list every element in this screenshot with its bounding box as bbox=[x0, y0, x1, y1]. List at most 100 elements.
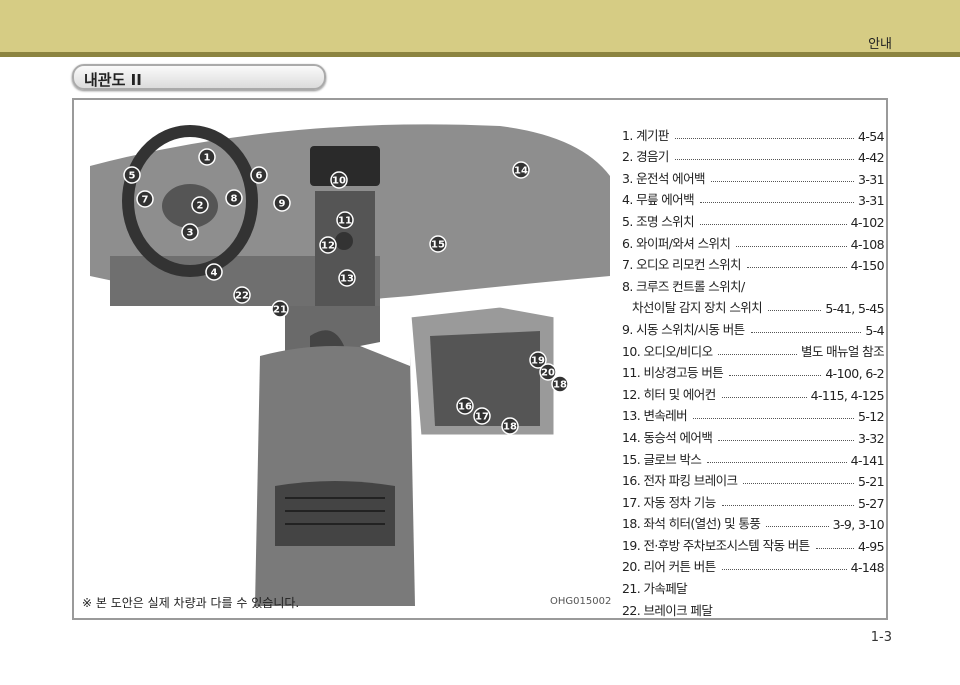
item-label: 10. 오디오/비디오 bbox=[622, 343, 713, 359]
callout-15: 15 bbox=[429, 235, 447, 253]
page-number: 1-3 bbox=[870, 630, 892, 645]
dot-leader bbox=[736, 245, 847, 247]
item-label: 12. 히터 및 에어컨 bbox=[622, 386, 716, 402]
list-item: 2. 경음기 4-42 bbox=[622, 144, 885, 166]
dot-leader bbox=[710, 180, 855, 182]
page-title: 내관도 II bbox=[84, 71, 142, 89]
item-page: 4-95 bbox=[858, 538, 885, 554]
dot-leader bbox=[674, 137, 855, 139]
list-item: 4. 무릎 에어백 3-31 bbox=[622, 187, 885, 209]
list-item: 8. 크루즈 컨트롤 스위치/ bbox=[622, 273, 884, 295]
svg-text:18: 18 bbox=[553, 380, 567, 391]
svg-text:11: 11 bbox=[338, 216, 352, 227]
item-label: 2. 경음기 bbox=[622, 149, 669, 165]
item-page: 3-32 bbox=[858, 430, 885, 446]
list-item: 12. 히터 및 에어컨 4-115, 4-125 bbox=[622, 381, 885, 403]
list-item: 22. 브레이크 페달 bbox=[622, 597, 884, 619]
svg-text:10: 10 bbox=[332, 176, 346, 187]
callout-20: 20 bbox=[539, 363, 557, 381]
dot-leader bbox=[721, 396, 807, 398]
callout-14: 14 bbox=[512, 161, 530, 179]
callout-5: 5 bbox=[123, 166, 141, 184]
list-item: 14. 동승석 에어백 3-32 bbox=[622, 424, 885, 446]
item-label: 15. 글로브 박스 bbox=[622, 451, 702, 467]
svg-text:3: 3 bbox=[187, 228, 194, 239]
item-label: 11. 비상경고등 버튼 bbox=[622, 365, 724, 381]
dot-leader bbox=[815, 547, 855, 549]
callout-7: 7 bbox=[136, 190, 154, 208]
item-label: 14. 동승석 에어백 bbox=[622, 429, 713, 445]
item-page: 별도 매뉴얼 참조 bbox=[800, 343, 885, 359]
item-page: 5-12 bbox=[858, 409, 885, 425]
image-code: OHG015002 bbox=[550, 596, 612, 607]
item-page: 4-108 bbox=[850, 236, 885, 252]
dot-leader bbox=[729, 375, 822, 377]
svg-text:15: 15 bbox=[431, 240, 445, 251]
item-page: 3-31 bbox=[858, 193, 885, 209]
item-label: 9. 시동 스위치/시동 버튼 bbox=[622, 321, 745, 337]
item-label: 1. 계기판 bbox=[622, 127, 669, 143]
item-page: 4-102 bbox=[850, 214, 885, 230]
list-item: 21. 가속페달 bbox=[622, 575, 884, 597]
list-item: 9. 시동 스위치/시동 버튼 5-4 bbox=[622, 316, 885, 338]
item-page: 4-115, 4-125 bbox=[810, 387, 885, 403]
callout-19: 19 bbox=[529, 351, 547, 369]
list-item: 7. 오디오 리모컨 스위치 4-150 bbox=[622, 252, 885, 274]
dot-leader bbox=[743, 483, 855, 485]
callout-10: 10 bbox=[330, 171, 348, 189]
svg-text:1: 1 bbox=[204, 153, 211, 164]
svg-text:9: 9 bbox=[279, 199, 286, 210]
item-label: 16. 전자 파킹 브레이크 bbox=[622, 473, 738, 489]
svg-text:20: 20 bbox=[541, 368, 555, 379]
page-title-pill: 내관도 II bbox=[72, 64, 326, 90]
item-label: 4. 무릎 에어백 bbox=[622, 192, 695, 208]
header-bar: 안내 bbox=[0, 0, 960, 57]
svg-text:22: 22 bbox=[235, 291, 249, 302]
svg-text:17: 17 bbox=[475, 412, 489, 423]
svg-text:18: 18 bbox=[503, 422, 517, 433]
item-page: 4-42 bbox=[858, 150, 885, 166]
dot-leader bbox=[746, 267, 847, 269]
dot-leader bbox=[718, 353, 797, 355]
svg-text:16: 16 bbox=[458, 402, 472, 413]
item-label: 3. 운전석 에어백 bbox=[622, 170, 705, 186]
list-item: 11. 비상경고등 버튼 4-100, 6-2 bbox=[622, 360, 885, 382]
item-page: 4-100, 6-2 bbox=[825, 366, 884, 382]
callout-1: 1 bbox=[198, 148, 216, 166]
svg-text:21: 21 bbox=[273, 305, 287, 316]
svg-text:19: 19 bbox=[531, 356, 545, 367]
callout-18: 18 bbox=[501, 417, 519, 435]
svg-text:14: 14 bbox=[514, 166, 528, 177]
callout-16: 16 bbox=[456, 397, 474, 415]
dot-leader bbox=[750, 331, 862, 333]
item-page: 4-54 bbox=[858, 128, 885, 144]
item-page: 5-4 bbox=[865, 322, 884, 338]
callout-18: 18 bbox=[551, 375, 569, 393]
callout-12: 12 bbox=[319, 236, 337, 254]
item-page: 4-150 bbox=[850, 258, 885, 274]
item-page: 5-41, 5-45 bbox=[825, 301, 884, 317]
svg-text:13: 13 bbox=[340, 274, 354, 285]
dot-leader bbox=[674, 159, 855, 161]
list-item: 10. 오디오/비디오 별도 매뉴얼 참조 bbox=[622, 338, 885, 360]
svg-text:4: 4 bbox=[211, 268, 218, 279]
svg-text:12: 12 bbox=[321, 241, 335, 252]
callout-4: 4 bbox=[205, 263, 223, 281]
callout-21: 21 bbox=[271, 300, 289, 318]
callout-22: 22 bbox=[233, 286, 251, 304]
item-page: 3-9, 3-10 bbox=[832, 517, 885, 533]
dot-leader bbox=[766, 526, 829, 528]
item-label: 13. 변속레버 bbox=[622, 408, 688, 424]
item-label: 21. 가속페달 bbox=[622, 581, 688, 597]
item-label: 7. 오디오 리모컨 스위치 bbox=[622, 257, 742, 273]
dot-leader bbox=[718, 439, 855, 441]
item-page: 5-27 bbox=[858, 495, 885, 511]
dot-leader bbox=[699, 202, 855, 204]
